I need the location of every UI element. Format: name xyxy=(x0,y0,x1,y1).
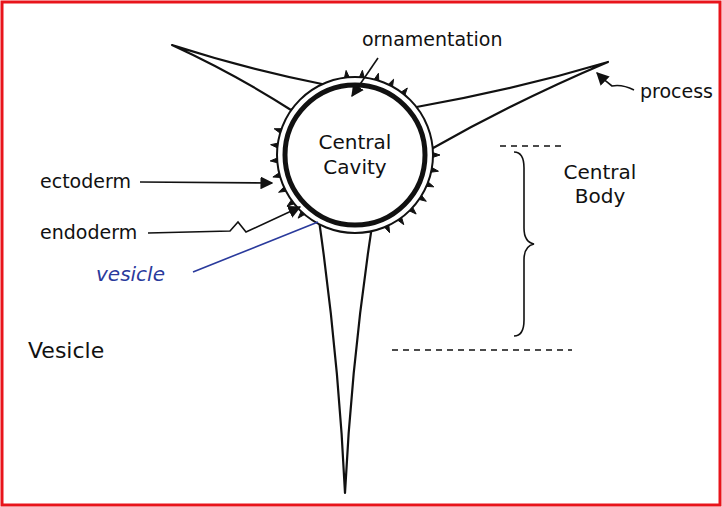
node-text: Central Cavity xyxy=(313,130,397,180)
leader-arrow xyxy=(148,207,300,233)
dashed-guide xyxy=(392,349,572,351)
endoderm-label: endoderm xyxy=(40,221,137,244)
central-body-label: Central Body xyxy=(545,160,655,208)
process-spine xyxy=(417,62,609,148)
ectoderm-wall xyxy=(277,77,433,233)
leader-line xyxy=(193,222,318,272)
dashed-guide xyxy=(500,145,566,147)
ectoderm-label: ectoderm xyxy=(40,170,131,193)
leader-arrow xyxy=(597,73,634,90)
leader-arrow xyxy=(140,182,272,183)
central-cavity-circle: Central Cavity xyxy=(277,77,433,233)
figure-label: Vesicle xyxy=(28,338,104,364)
endoderm-wall xyxy=(285,85,425,225)
process-label: process xyxy=(640,80,713,103)
vesicle-label: vesicle xyxy=(96,262,165,286)
curly-bracket xyxy=(514,152,534,336)
ornamentation-label: ornamentation xyxy=(362,28,503,51)
process-spine xyxy=(320,225,372,494)
leader-arrow xyxy=(352,58,378,96)
